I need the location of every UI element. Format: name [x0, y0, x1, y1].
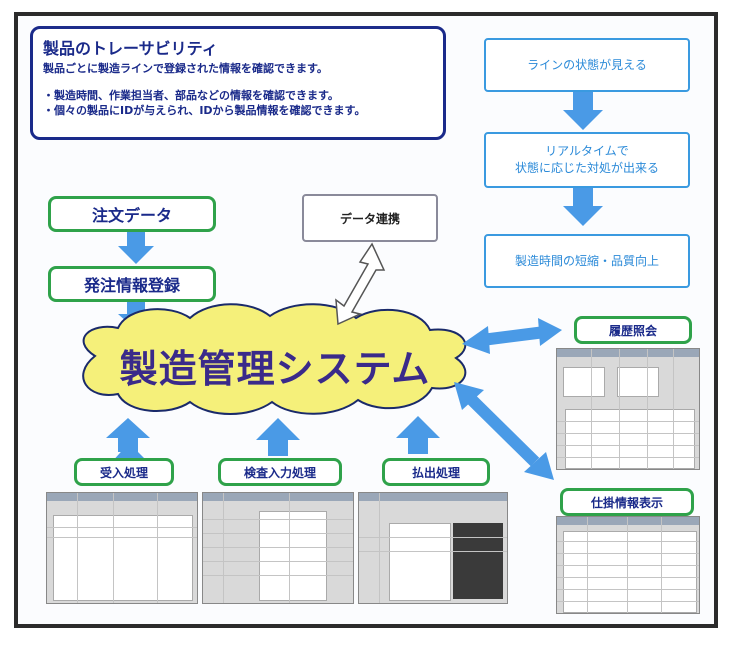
data-link-box: データ連携: [302, 194, 438, 242]
receive-label: 受入処理: [99, 465, 148, 480]
order-data-box: 注文データ: [48, 196, 216, 232]
system-cloud: [82, 303, 467, 415]
flow-step-line-status: ラインの状態が見える: [484, 38, 690, 92]
order-register-label: 発注情報登録: [83, 276, 180, 295]
info-title: 製品のトレーサビリティ: [43, 39, 218, 58]
ship-label: 払出処理: [411, 465, 460, 480]
receive-arrow: [106, 418, 150, 452]
ship-arrow: [396, 416, 440, 454]
system-label: 製造管理システム: [119, 347, 431, 391]
flow-step-3-text: 製造時間の短縮・品質向上: [514, 253, 659, 268]
flow-arrow-1: [563, 92, 603, 130]
wip-double-arrow: [454, 382, 554, 480]
flow-step-2b-text: 状態に応じた対処が出来る: [514, 161, 659, 175]
order-data-label: 注文データ: [91, 206, 172, 225]
inspect-box: 検査入力処理: [218, 458, 342, 486]
data-link-label: データ連携: [339, 211, 400, 226]
traceability-info-box: 製品のトレーサビリティ 製品ごとに製造ラインで登録された情報を確認できます。 ・…: [30, 26, 446, 140]
wip-label: 仕掛情報表示: [590, 495, 663, 510]
flow-step-1-text: ラインの状態が見える: [527, 57, 647, 72]
data-link-arrow: [335, 242, 386, 326]
wip-screen-thumbnail: [556, 516, 700, 614]
flow-step-improve: 製造時間の短縮・品質向上: [484, 234, 690, 288]
inspect-label: 検査入力処理: [243, 465, 316, 480]
history-box: 履歴照会: [574, 316, 692, 344]
receive-screen-thumbnail: [46, 492, 198, 604]
flow-step-realtime: リアルタイムで 状態に応じた対処が出来る: [484, 132, 690, 188]
receive-box: 受入処理: [74, 458, 174, 486]
flow-step-2a-text: リアルタイムで: [545, 144, 629, 158]
ship-screen-thumbnail: [358, 492, 508, 604]
info-line-1: 製品ごとに製造ラインで登録された情報を確認できます。: [43, 62, 328, 75]
info-line-3: ・個々の製品にIDが与えられ、IDから製品情報を確認できます。: [43, 104, 366, 117]
inspect-screen-thumbnail: [202, 492, 354, 604]
ship-box: 払出処理: [382, 458, 490, 486]
history-double-arrow: [462, 318, 562, 354]
history-screen-thumbnail: [556, 348, 700, 470]
order-down-arrow: [118, 232, 154, 264]
inspect-arrow: [256, 418, 300, 456]
history-label: 履歴照会: [608, 323, 657, 338]
wip-box: 仕掛情報表示: [560, 488, 694, 516]
flow-arrow-2: [563, 188, 603, 226]
order-register-box: 発注情報登録: [48, 266, 216, 302]
info-line-2: ・製造時間、作業担当者、部品などの情報を確認できます。: [43, 89, 339, 102]
